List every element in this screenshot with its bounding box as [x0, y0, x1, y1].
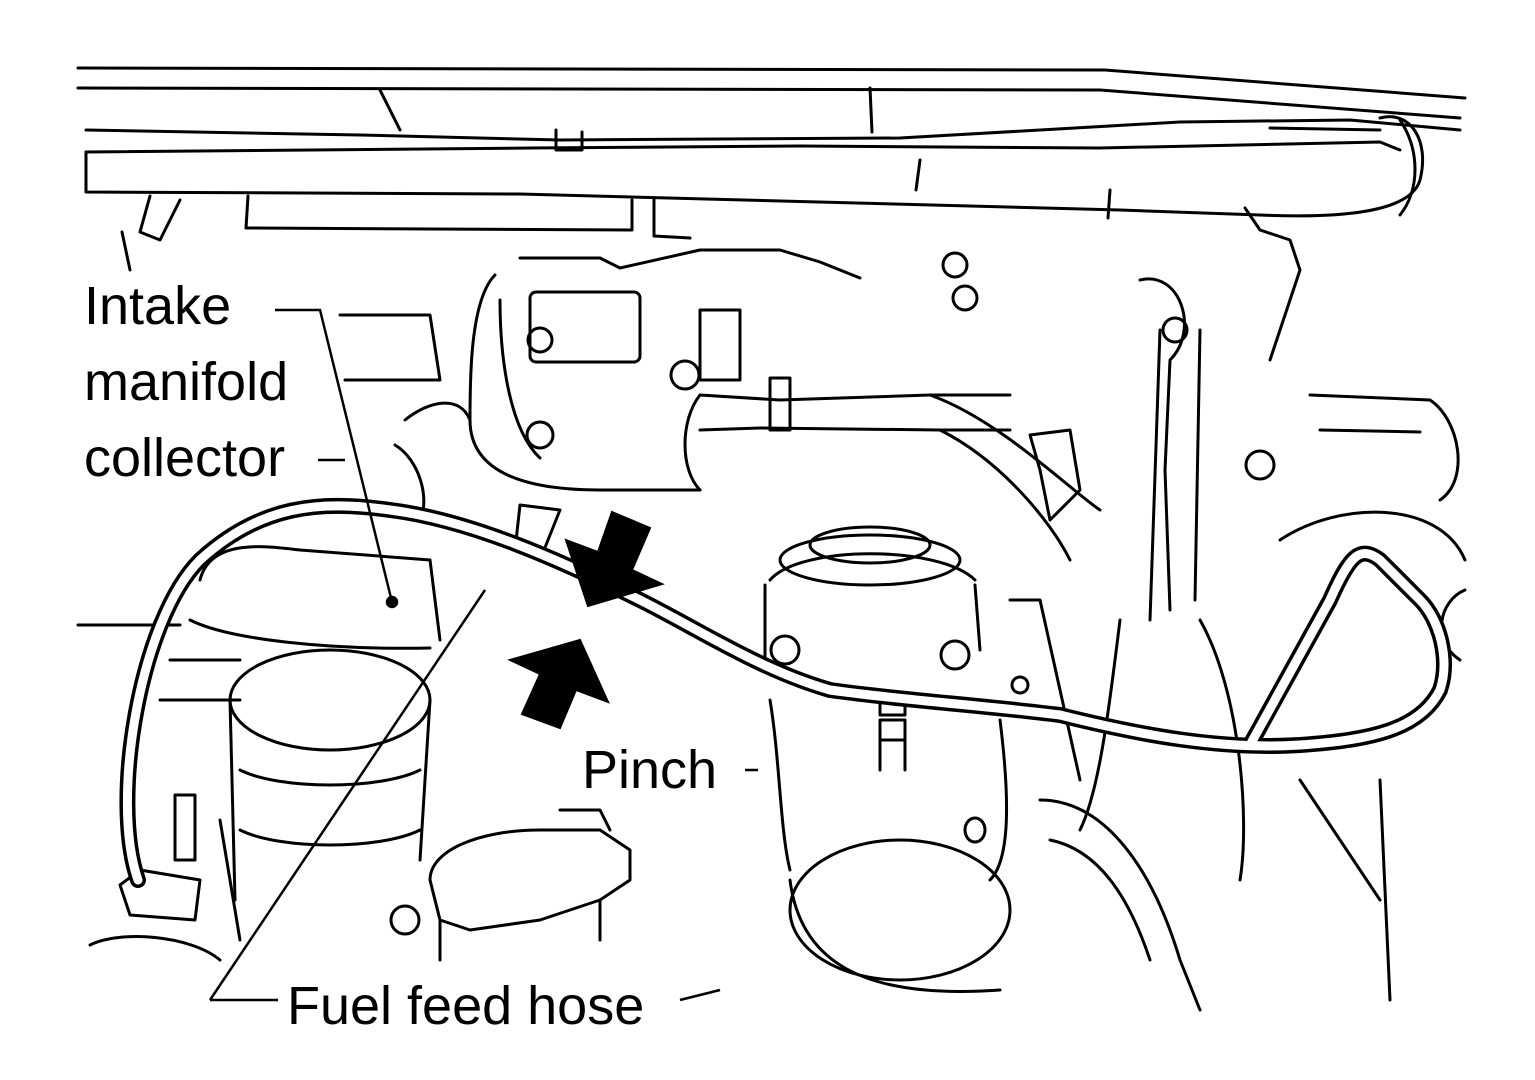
- fuel-feed-hose-label: Fuel feed hose: [283, 970, 649, 1042]
- fittings: [389, 251, 1276, 936]
- pinch-arrow-upper: [564, 510, 665, 608]
- intake-label-line3: collector: [84, 428, 286, 488]
- manifold-collector: [76, 313, 472, 702]
- pinch-arrows: [507, 510, 665, 730]
- pinch-arrow-lower: [507, 638, 610, 730]
- sensor-connector: [428, 808, 632, 962]
- upper-rail: [84, 115, 1425, 362]
- leader-lines: [208, 308, 758, 1002]
- leader-intake: [275, 308, 394, 603]
- throttle-body: [763, 525, 1082, 993]
- lower-left-fitting: [88, 793, 242, 962]
- right-hoses: [1038, 393, 1467, 1012]
- intake-manifold-collector-label: Intake manifold collector: [84, 268, 288, 496]
- intake-label-line2: manifold: [84, 352, 289, 412]
- pinch-label: Pinch: [578, 734, 722, 806]
- canister: [228, 648, 432, 902]
- fuel-feed-hose: [119, 497, 1452, 888]
- upper-frame: [76, 66, 1467, 142]
- intake-label-line1: Intake: [84, 276, 232, 336]
- upper-hoses: [468, 248, 1202, 622]
